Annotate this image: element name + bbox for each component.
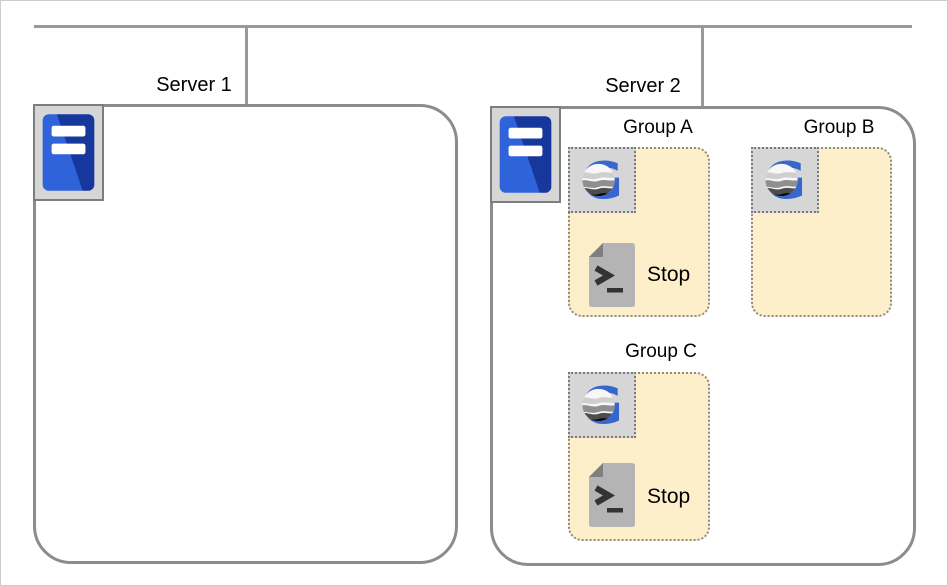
g-globe-logo-icon: G [581,377,623,433]
group-b-agent-icon-box: G [751,147,819,213]
server1-tower-icon [33,104,104,201]
server1-label: Server 1 [156,74,232,96]
network-bus-line [34,25,912,28]
group-c-stop-label: Stop [647,485,691,508]
group-c-shell-script-icon [586,461,638,529]
group-b-label: Group B [803,117,875,138]
group-a-label: Group A [623,117,693,138]
server2-tower-icon [490,106,561,203]
g-globe-logo-icon: G [764,152,806,208]
group-a-stop-label: Stop [647,263,691,286]
server-tower-glyph [499,116,552,193]
server2-connector-line [701,26,704,107]
group-c-agent-icon-box: G [568,372,636,438]
shell-script-glyph [589,463,635,527]
server-tower-glyph [42,114,95,191]
group-a-shell-script-icon [586,241,638,309]
group-a-agent-icon-box: G [568,147,636,213]
g-globe-logo-icon: G [581,152,623,208]
shell-script-glyph [589,243,635,307]
server1-connector-line [245,26,248,105]
group-c-label: Group C [625,341,697,362]
server2-label: Server 2 [605,75,681,97]
